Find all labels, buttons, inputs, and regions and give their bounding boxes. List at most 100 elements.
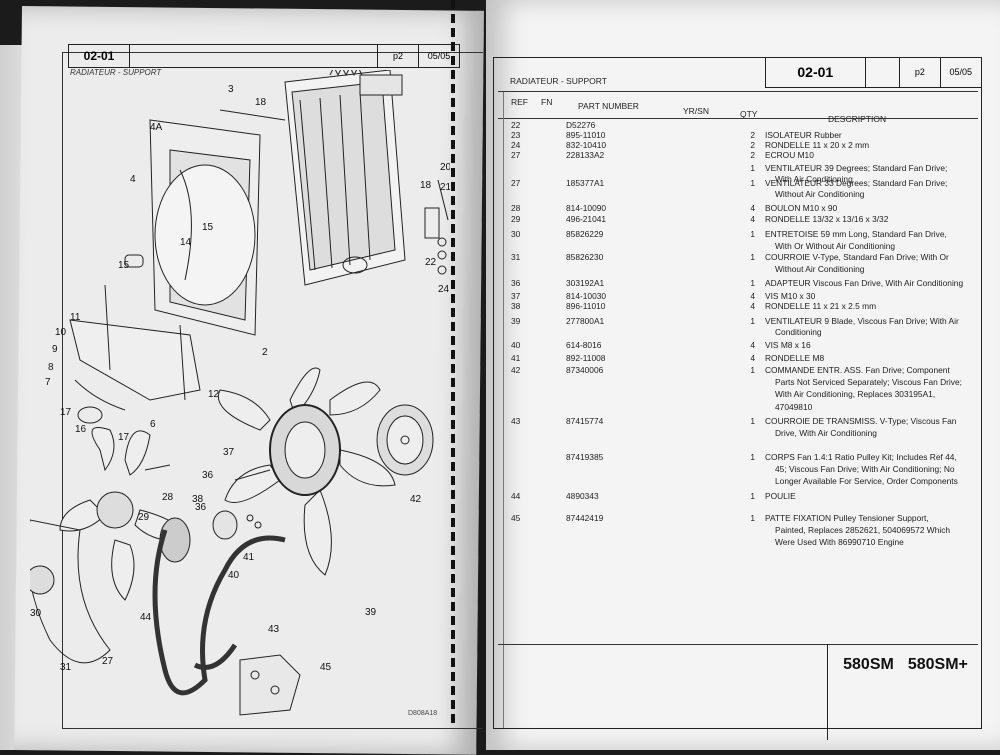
qty-cell: 4 [750, 353, 755, 363]
right-section-number: 02-01 [766, 57, 866, 87]
svg-text:45: 45 [320, 662, 332, 673]
col-ref: REF [511, 97, 528, 107]
qty-cell: 1 [750, 178, 755, 188]
description-line: ENTRETOISE 59 mm Long, Standard Fan Driv… [765, 229, 947, 239]
part-number-cell: 814-10090 [566, 203, 607, 213]
column-header-rule [498, 118, 978, 119]
part-number-cell: 832-10410 [566, 140, 607, 150]
svg-text:43: 43 [268, 624, 280, 635]
svg-text:31: 31 [60, 662, 72, 673]
svg-text:15: 15 [202, 222, 214, 233]
right-page-frame [493, 57, 982, 729]
qty-cell: 1 [750, 229, 755, 239]
right-page [486, 0, 1000, 750]
svg-text:15: 15 [118, 260, 130, 271]
svg-text:20: 20 [440, 162, 450, 173]
svg-text:7: 7 [45, 377, 51, 388]
parts-table-row: 41 892-11008 4 RONDELLE M8 [0, 353, 1000, 363]
qty-cell: 4 [750, 291, 755, 301]
part-number-cell: 896-11010 [566, 301, 606, 311]
description-line: RONDELLE 11 x 21 x 2.5 mm [765, 301, 877, 311]
svg-text:37: 37 [223, 447, 235, 458]
description-line: RONDELLE M8 [765, 353, 825, 363]
qty-cell: 1 [750, 252, 755, 262]
svg-text:36: 36 [195, 502, 207, 513]
left-section-number: 02-01 [69, 45, 130, 67]
exploded-parts-diagram: 1 3 18 4A 4 15 14 15 20 18 21 18 22 2 24… [30, 70, 450, 716]
ref-cell: 41 [511, 353, 521, 363]
part-number-cell: 85826229 [566, 229, 604, 239]
part-number-cell: 185377A1 [566, 178, 605, 188]
diagram-callouts: 1 3 18 4A 4 15 14 15 20 18 21 18 22 2 24… [30, 84, 450, 673]
svg-text:21: 21 [440, 182, 450, 193]
parts-table-row: 31 85826230 1 COURROIE V-Type, Standard Fan… [0, 252, 1000, 274]
description-line: Parts Not Serviced Separately; Viscous F… [775, 377, 962, 388]
spiral-binding [448, 0, 458, 750]
description-line: COURROIE V-Type, Standard Fan Drive; Wit… [765, 252, 949, 262]
part-number-cell: 228133A2 [566, 150, 605, 160]
footer-rule [498, 644, 978, 645]
ref-cell: 43 [511, 416, 521, 426]
svg-text:2: 2 [262, 347, 268, 358]
part-number-cell: 87415774 [566, 416, 604, 426]
description-line: BOULON M10 x 90 [765, 203, 838, 213]
description-line: Without Air Conditioning [775, 189, 865, 199]
ref-cell: 31 [511, 252, 521, 262]
description-line: VENTILATEUR 39 Degrees; Standard Fan Dri… [765, 163, 948, 173]
description-line: RONDELLE 11 x 20 x 2 mm [765, 140, 870, 150]
qty-cell: 1 [750, 365, 755, 375]
description-line: VIS M8 x 16 [765, 340, 811, 350]
svg-text:10: 10 [55, 327, 67, 338]
svg-text:29: 29 [138, 512, 150, 523]
part-number-cell: 303192A1 [566, 278, 605, 288]
ref-cell: 24 [511, 140, 521, 150]
svg-text:28: 28 [162, 492, 174, 503]
svg-text:42: 42 [410, 494, 422, 505]
part-number-cell: D52276 [566, 120, 596, 130]
model-box: 580SM 580SM+ [827, 644, 983, 740]
ref-cell: 40 [511, 340, 521, 350]
description-line: Painted, Replaces 2852621, 504069572 Whi… [775, 524, 951, 535]
qty-cell: 2 [750, 140, 755, 150]
viscous-fan-drawing [218, 367, 396, 576]
part-number-cell: 85826230 [566, 252, 604, 262]
fan-clutch-drawing [376, 404, 434, 476]
part-number-cell: 892-11008 [566, 353, 606, 363]
svg-text:41: 41 [243, 552, 255, 563]
ref-cell: 28 [511, 203, 521, 213]
qty-cell: 1 [750, 513, 755, 523]
qty-cell: 4 [750, 340, 755, 350]
description-line: VENTILATEUR 9 Blade, Viscous Fan Drive; … [765, 316, 959, 326]
right-page-title: RADIATEUR - SUPPORT [510, 76, 607, 86]
description-line: Drive, With Air Conditioning [775, 427, 877, 438]
ref-cell: 27 [511, 150, 521, 160]
qty-cell: 1 [750, 452, 755, 462]
description-line: RONDELLE 13/32 x 13/16 x 3/32 [765, 214, 889, 224]
description-line: With Air Conditioning [775, 174, 853, 184]
radiator-drawing [284, 70, 406, 286]
description-line: Without Air Conditioning [775, 263, 865, 274]
model-580sm: 580SM [843, 656, 894, 673]
svg-text:4A: 4A [150, 122, 163, 133]
standard-fan-drawing [30, 427, 191, 664]
col-qty: QTY [740, 109, 758, 119]
svg-text:17: 17 [118, 432, 130, 443]
part-number-cell: 87442419 [566, 513, 604, 523]
header-rule [498, 91, 978, 92]
svg-text:8: 8 [48, 362, 54, 373]
qty-cell: 4 [750, 301, 755, 311]
ref-cell: 36 [511, 278, 521, 288]
svg-text:18: 18 [255, 97, 267, 108]
qty-cell: 1 [750, 491, 755, 501]
svg-text:30: 30 [30, 608, 42, 619]
svg-text:16: 16 [75, 424, 87, 435]
ref-cell: 23 [511, 130, 521, 140]
qty-cell: 4 [750, 203, 755, 213]
